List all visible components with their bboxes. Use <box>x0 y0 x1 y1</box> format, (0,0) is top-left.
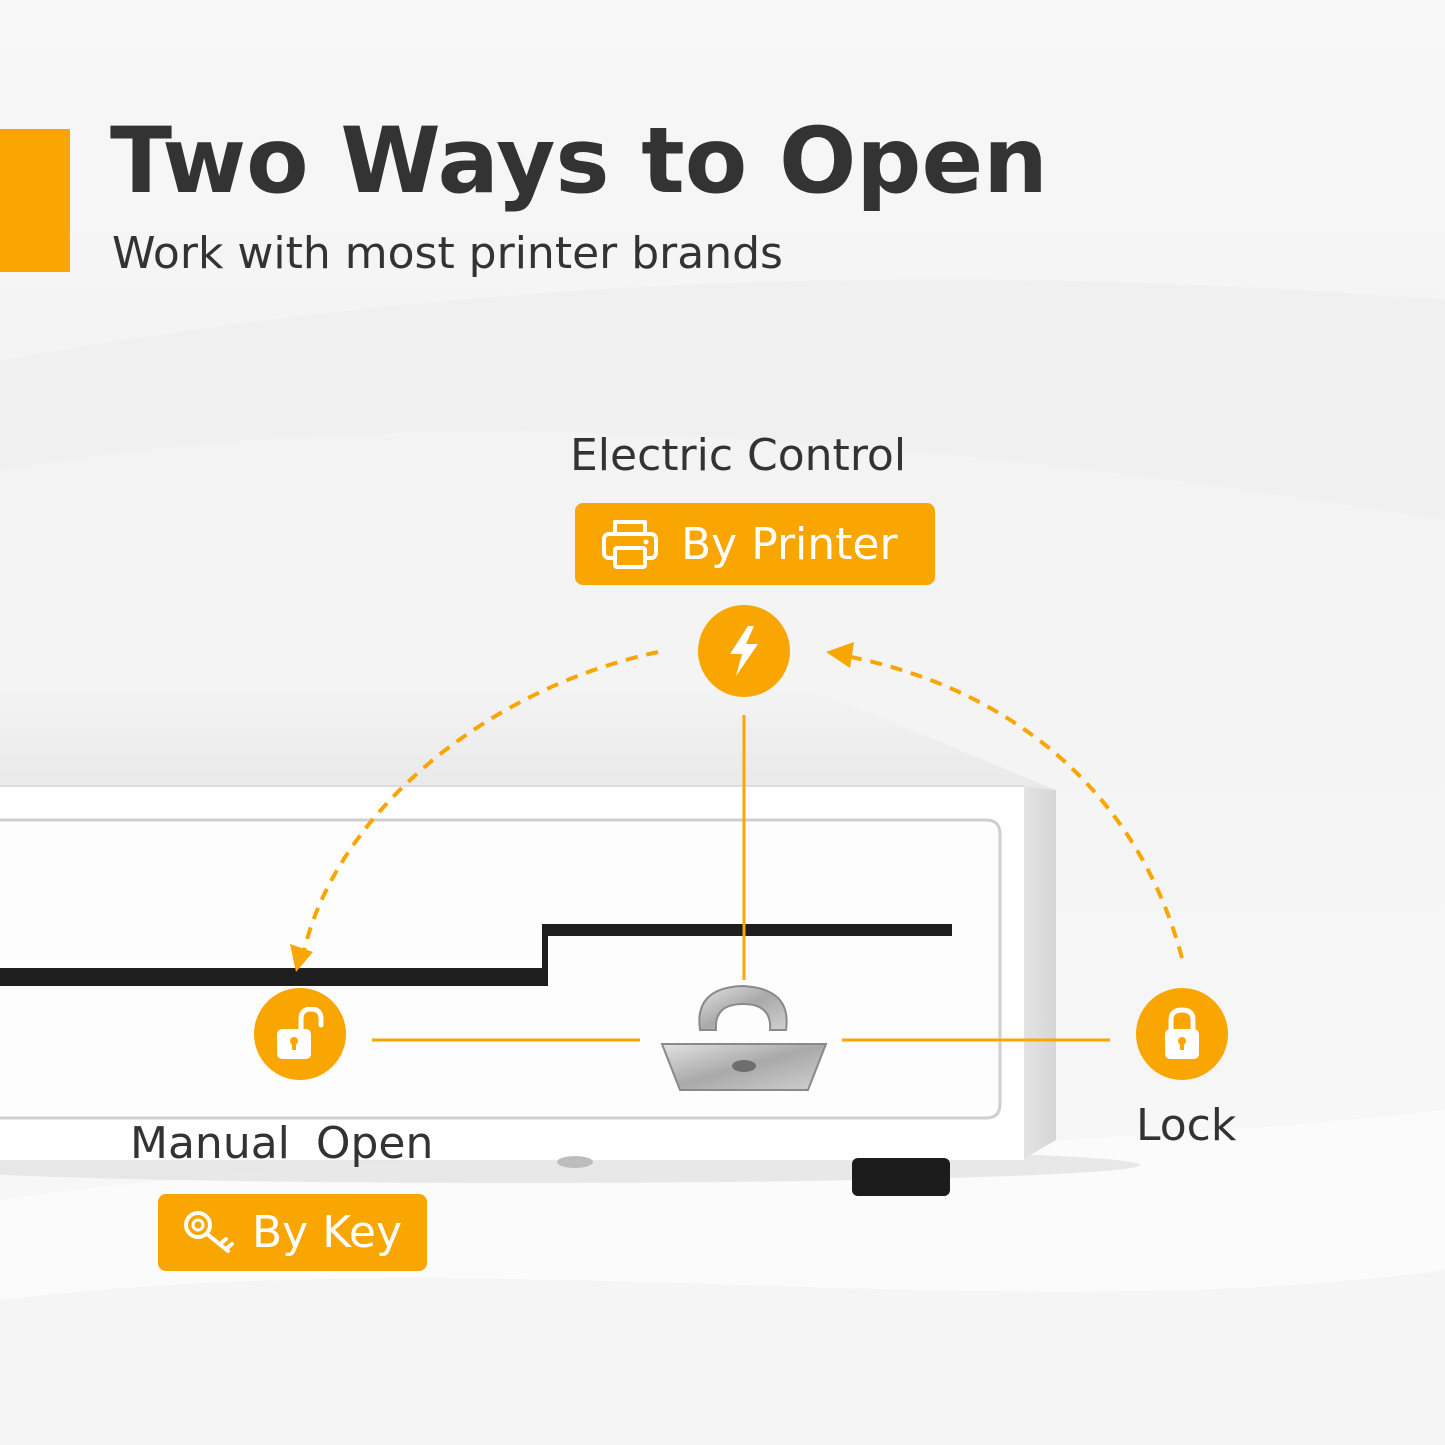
electric-badge <box>698 605 790 697</box>
headline: Two Ways to Open <box>110 109 1048 214</box>
by-key-button[interactable]: By Key <box>158 1194 427 1271</box>
by-printer-button[interactable]: By Printer <box>575 503 935 585</box>
key-icon <box>184 1210 234 1253</box>
manual-open-caption: Manual Open <box>130 1118 434 1169</box>
unlocked-padlock-icon <box>277 1007 324 1059</box>
locked-padlock-icon <box>1165 1007 1199 1059</box>
manual-open-badge <box>254 988 346 1080</box>
lock-badge <box>1136 988 1228 1080</box>
by-key-label: By Key <box>252 1207 402 1258</box>
subheadline: Work with most printer brands <box>112 228 783 279</box>
accent-bar <box>0 129 70 272</box>
lightning-bolt-icon <box>730 626 758 676</box>
printer-icon <box>602 520 658 569</box>
lock-caption: Lock <box>1136 1100 1237 1151</box>
by-printer-label: By Printer <box>681 518 898 570</box>
electric-control-caption: Electric Control <box>570 430 907 481</box>
